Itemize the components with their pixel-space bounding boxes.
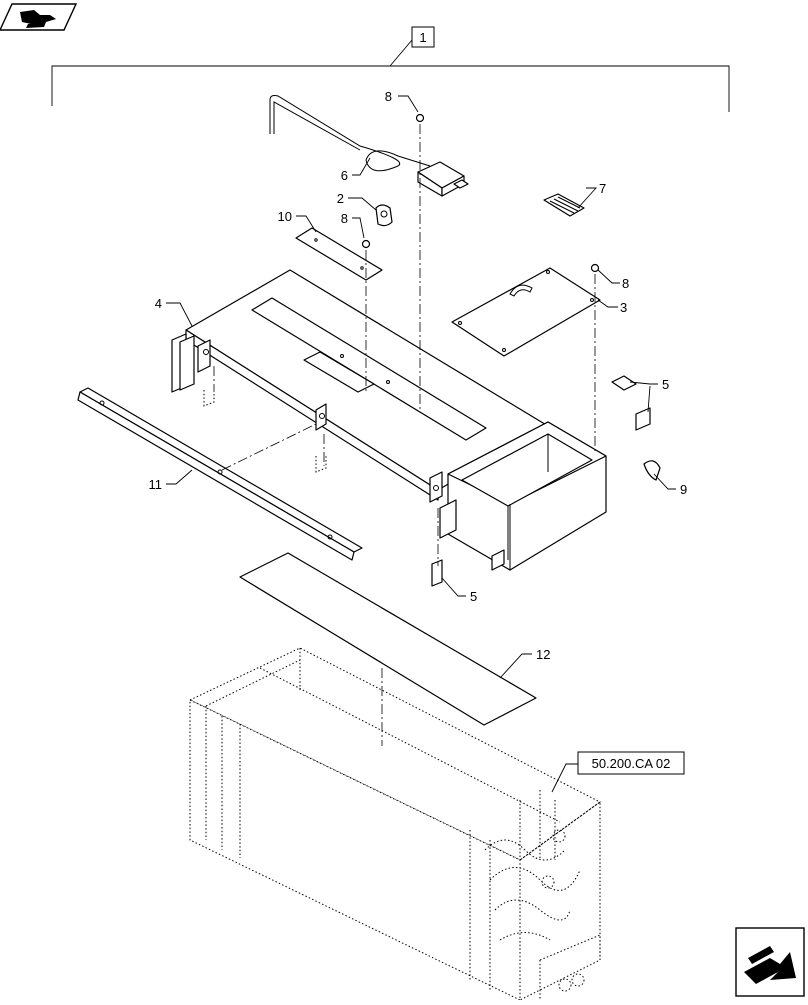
next-page-arrow-icon[interactable] xyxy=(735,927,805,997)
part-5-clips[interactable] xyxy=(431,375,651,587)
callout-labels: 8 6 2 7 10 8 8 3 4 5 9 11 5 12 xyxy=(149,89,688,662)
part-11-bar-strip[interactable] xyxy=(77,387,363,561)
assembly-reference-label: 1 xyxy=(419,30,426,45)
leader-lines xyxy=(166,95,676,793)
callout-6[interactable]: 6 xyxy=(341,168,348,183)
center-lines xyxy=(213,124,596,746)
book-navigation-icon[interactable] xyxy=(0,3,78,31)
part-7-label[interactable] xyxy=(543,193,585,217)
assembly-reference-box[interactable]: 1 xyxy=(411,26,435,48)
callout-4[interactable]: 4 xyxy=(155,296,162,311)
callout-12[interactable]: 12 xyxy=(536,647,550,662)
callout-8[interactable]: 8 xyxy=(341,211,348,226)
callout-5[interactable]: 5 xyxy=(662,377,669,392)
callout-2[interactable]: 2 xyxy=(337,191,344,206)
part-3-cover-plate[interactable] xyxy=(451,267,601,357)
callout-10[interactable]: 10 xyxy=(278,209,292,224)
callout-9[interactable]: 9 xyxy=(680,482,687,497)
assembly-bracket xyxy=(51,39,730,112)
cross-reference-box[interactable]: 50.200.CA 02 xyxy=(577,751,685,775)
callout-8[interactable]: 8 xyxy=(385,89,392,104)
callout-7[interactable]: 7 xyxy=(599,181,606,196)
part-8-screws[interactable] xyxy=(361,113,600,273)
part-9-clip[interactable] xyxy=(643,460,661,481)
callout-3[interactable]: 3 xyxy=(620,300,627,315)
part-4-housing[interactable] xyxy=(171,269,607,571)
callout-8[interactable]: 8 xyxy=(622,276,629,291)
part-6-sensor[interactable] xyxy=(269,95,469,197)
part-2-clip[interactable] xyxy=(375,204,393,227)
part-10-small-plate[interactable] xyxy=(295,227,383,281)
callout-5[interactable]: 5 xyxy=(470,589,477,604)
cross-reference-label: 50.200.CA 02 xyxy=(592,756,671,771)
callout-11[interactable]: 11 xyxy=(149,477,163,492)
part-12-foam-pad[interactable] xyxy=(239,552,537,726)
evaporator-core xyxy=(188,647,601,1001)
